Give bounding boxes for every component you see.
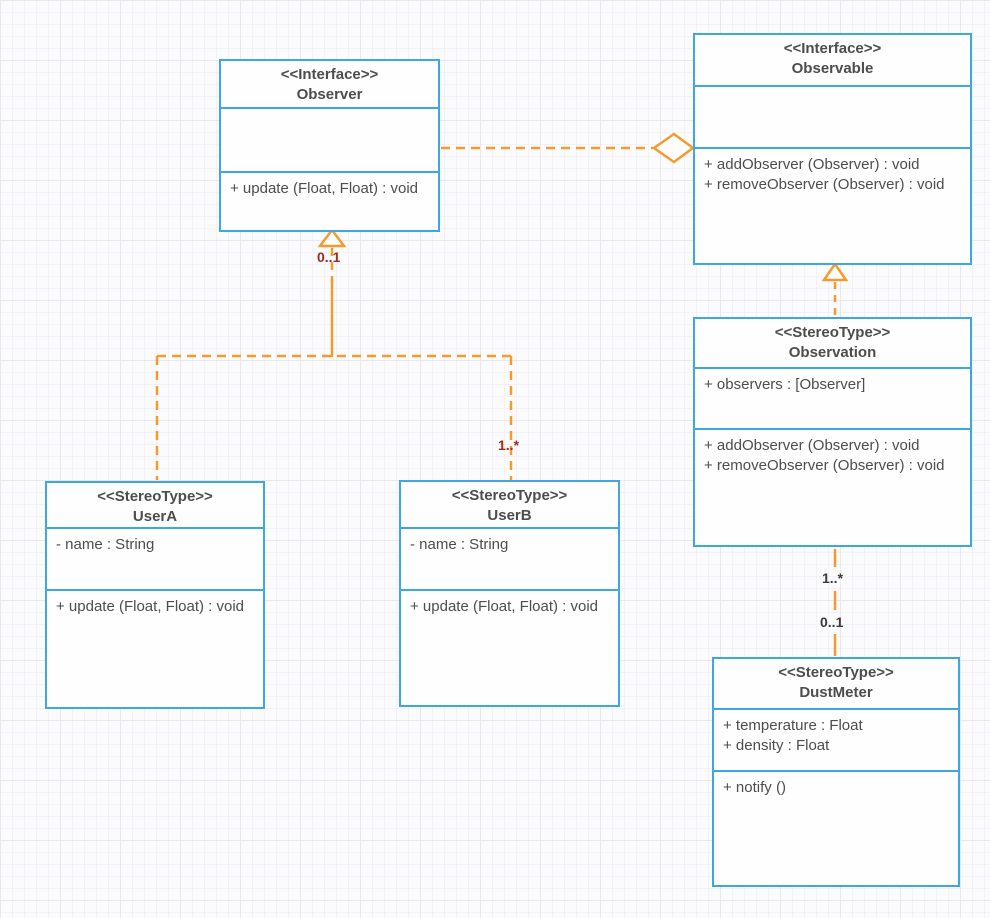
methods-section: + update (Float, Float) : void: [47, 589, 263, 707]
class-box-userb[interactable]: <<StereoType>> UserB - name : String + u…: [399, 480, 620, 707]
attribute-label: + observers : [Observer]: [704, 376, 866, 393]
stereotype-label: <<StereoType>>: [97, 488, 213, 505]
stereotype-label: <<StereoType>>: [778, 664, 894, 681]
attributes-section: [695, 85, 970, 147]
methods-section: + notify (): [714, 770, 958, 885]
class-header: <<Interface>> Observable: [695, 35, 970, 85]
stereotype-label: <<StereoType>>: [451, 487, 568, 504]
class-box-observable[interactable]: <<Interface>> Observable + addObserver (…: [693, 33, 972, 265]
method-label: + update (Float, Float) : void: [56, 598, 245, 615]
methods-section: + update (Float, Float) : void: [401, 589, 618, 705]
class-name: Observer: [296, 86, 363, 103]
class-header: <<StereoType>> UserA: [47, 483, 263, 527]
class-header: <<Interface>> Observer: [221, 61, 438, 107]
method-label: + addObserver (Observer) : void: [704, 156, 920, 173]
attribute-label: + density : Float: [723, 737, 830, 754]
attributes-section: - name : String: [401, 527, 618, 589]
class-name: UserA: [132, 508, 178, 525]
method-label: + removeObserver (Observer) : void: [704, 457, 945, 474]
class-name: Observable: [791, 60, 874, 77]
class-box-observer[interactable]: <<Interface>> Observer + update (Float, …: [219, 59, 440, 232]
class-name: UserB: [487, 507, 532, 524]
class-header: <<StereoType>> UserB: [401, 482, 618, 527]
methods-section: + update (Float, Float) : void: [221, 171, 438, 230]
attribute-label: + temperature : Float: [723, 717, 863, 734]
stereotype-label: <<StereoType>>: [774, 324, 891, 341]
method-label: + notify (): [723, 779, 786, 796]
attribute-label: - name : String: [56, 536, 155, 553]
class-header: <<StereoType>> DustMeter: [714, 659, 958, 708]
attributes-section: [221, 107, 438, 171]
multiplicity-label-dustmeter: 0..1: [820, 614, 844, 630]
stereotype-label: <<Interface>>: [783, 40, 882, 57]
class-box-dustmeter[interactable]: <<StereoType>> DustMeter + temperature :…: [712, 657, 960, 887]
aggregation-diamond-icon: [651, 132, 696, 164]
attributes-section: + observers : [Observer]: [695, 367, 970, 428]
connector-observer-observable[interactable]: [441, 132, 696, 164]
class-header: <<StereoType>> Observation: [695, 319, 970, 367]
class-name: DustMeter: [799, 684, 873, 701]
multiplicity-label-observation: 1..*: [822, 570, 844, 586]
connector-observation-observable[interactable]: [821, 261, 849, 316]
multiplicity-label-observer: 0..1: [317, 249, 341, 265]
class-box-observation[interactable]: <<StereoType>> Observation + observers :…: [693, 317, 972, 547]
method-label: + addObserver (Observer) : void: [704, 437, 920, 454]
generalization-arrow-icon: [821, 261, 849, 282]
class-box-usera[interactable]: <<StereoType>> UserA - name : String + u…: [45, 481, 265, 709]
method-label: + removeObserver (Observer) : void: [704, 176, 945, 193]
attributes-section: + temperature : Float + density : Float: [714, 708, 958, 770]
methods-section: + addObserver (Observer) : void + remove…: [695, 147, 970, 263]
attributes-section: - name : String: [47, 527, 263, 589]
generalization-arrow-icon: [317, 227, 347, 248]
method-label: + update (Float, Float) : void: [410, 598, 599, 615]
class-name: Observation: [788, 344, 877, 361]
multiplicity-label-userb: 1..*: [498, 437, 520, 453]
method-label: + update (Float, Float) : void: [230, 180, 419, 197]
attribute-label: - name : String: [410, 536, 509, 553]
stereotype-label: <<Interface>>: [280, 66, 379, 83]
methods-section: + addObserver (Observer) : void + remove…: [695, 428, 970, 545]
connector-users-observer[interactable]: [155, 227, 513, 480]
